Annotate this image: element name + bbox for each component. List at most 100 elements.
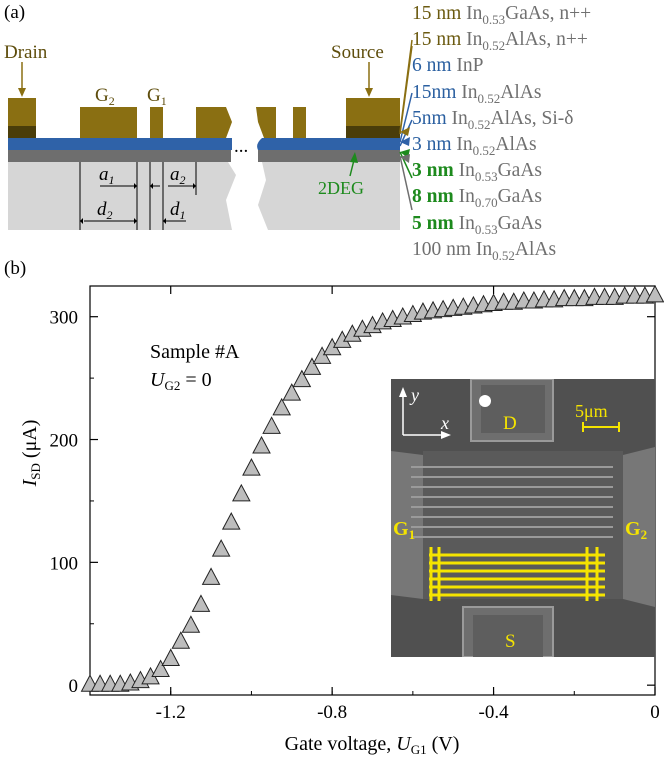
data-point (161, 648, 181, 666)
layer-material: In0.70GaAs (458, 186, 543, 211)
gate-fragment-right (256, 107, 306, 138)
layer-thickness: 3 nm (412, 160, 454, 182)
marker-dot (479, 395, 491, 407)
y-tick-label: 200 (50, 431, 79, 452)
y-tick-label: 300 (50, 308, 79, 329)
data-point (232, 483, 251, 502)
sample-label: Sample #A (150, 341, 240, 363)
dimension-lines (79, 162, 197, 230)
layer-row: 5 nm In0.53GaAs (412, 212, 542, 242)
gate-g2-label: G2 (95, 85, 115, 108)
data-point (211, 539, 231, 557)
layer-row: 5nm In0.52AlAs, Si-δ (412, 107, 573, 137)
source-label: Source (331, 42, 384, 63)
layer-thickness: 3 nm (412, 134, 452, 155)
y-tick-label: 100 (50, 553, 79, 574)
heterostructure-diagram: G2 G1 Drain Source a1 a2 d2 d1 ... 2DEG (4, 39, 413, 230)
layer-thickness: 15nm (412, 81, 457, 103)
layer-row: 15 nm In0.52AlAs, n++ (412, 28, 588, 58)
substrate-left (8, 162, 236, 230)
layer-material: In0.53GaAs (458, 212, 543, 237)
x-axis-label: Gate voltage, UG1 (V) (285, 733, 460, 757)
data-point (252, 435, 271, 454)
layer-material: InP (456, 55, 484, 77)
twodeg-label: 2DEG (318, 178, 364, 198)
layer-row: 3 nm In0.53GaAs (412, 159, 542, 189)
barrier-layer-left (8, 138, 232, 150)
dim-d2-label: d2 (97, 199, 113, 222)
data-point (242, 458, 261, 476)
layer-thickness: 6 nm (412, 55, 452, 77)
gate-g1-label: G1 (147, 85, 167, 108)
data-point (201, 567, 221, 585)
xy-axes-icon (402, 393, 445, 436)
layer-row: 6 nm InP (412, 54, 484, 78)
layer-material: In0.52AlAs, n++ (466, 29, 588, 54)
barrier-layer-right (257, 138, 400, 150)
dim-d1-label: d1 (170, 199, 186, 222)
sem-inset: y x 5μm D S G1 G2 (391, 379, 655, 657)
gate-g2 (80, 107, 137, 138)
layer-material: In0.52AlAs (461, 81, 542, 106)
substrate-right (258, 162, 400, 230)
data-point (282, 383, 302, 401)
buffer-layer-right (258, 150, 400, 162)
data-point (181, 615, 201, 633)
source-contact (346, 98, 400, 138)
panel-a-label: (a) (4, 2, 26, 23)
layer-material: In0.52AlAs (475, 238, 557, 263)
inset-x-axis: x (440, 413, 449, 433)
gate-g2-pad (623, 447, 655, 607)
layer-thickness: 15 nm (412, 29, 462, 51)
x-tick-label: -0.4 (479, 702, 510, 723)
panel-b-label: (b) (4, 258, 27, 279)
layer-leader-lines (399, 39, 413, 211)
inset-g1-label: G1 (393, 518, 415, 542)
mesa (423, 451, 623, 599)
layer-thickness: 5 nm (412, 212, 454, 234)
plot-frame (89, 285, 656, 696)
layer-material: In0.53GaAs (458, 160, 543, 185)
drain-label: Drain (4, 42, 48, 63)
gate-fragment-mid (196, 107, 232, 138)
data-point (302, 357, 322, 375)
dim-a2-label: a2 (170, 164, 186, 187)
layer-row: 8 nm In0.70GaAs (412, 185, 542, 215)
layer-row: 15 nm In0.53GaAs, n++ (412, 2, 591, 32)
scale-label: 5μm (575, 401, 608, 421)
y-tick-label: 0 (69, 676, 79, 697)
ellipsis-label: ... (234, 136, 248, 157)
layer-row: 3 nm In0.52AlAs (412, 133, 537, 163)
layer-thickness: 15 nm (412, 3, 462, 24)
x-tick-label: -0.8 (317, 702, 347, 723)
data-point (312, 346, 332, 364)
inset-y-axis: y (409, 385, 419, 405)
x-tick-label: -1.2 (156, 702, 186, 723)
layer-material: In0.52AlAs (456, 134, 537, 158)
data-point (171, 631, 191, 649)
inset-drain-label: D (503, 413, 517, 434)
gate-g1 (150, 107, 163, 138)
drain-contact (8, 98, 36, 138)
data-point (645, 284, 664, 303)
data-point (272, 397, 292, 416)
inset-source-label: S (505, 631, 516, 652)
y-axis-label: ISD (μA) (19, 420, 43, 488)
layer-thickness: 8 nm (412, 186, 454, 208)
ug2-label: UG2 = 0 (150, 369, 212, 393)
buffer-layer-left (8, 150, 231, 162)
data-point (292, 369, 312, 388)
layer-thickness: 100 nm (412, 238, 472, 260)
dim-a1-label: a1 (99, 164, 115, 187)
layer-row: 15nm In0.52AlAs (412, 81, 541, 111)
inset-g2-label: G2 (625, 518, 647, 542)
data-point (221, 512, 241, 530)
data-point (191, 594, 211, 612)
layer-thickness: 5nm (412, 107, 447, 129)
layer-row: 100 nm In0.52AlAs (412, 238, 556, 268)
layer-material: In0.52AlAs, Si-δ (451, 107, 574, 132)
gate-overlay (429, 547, 605, 601)
data-point (151, 659, 170, 678)
data-point (262, 416, 281, 434)
